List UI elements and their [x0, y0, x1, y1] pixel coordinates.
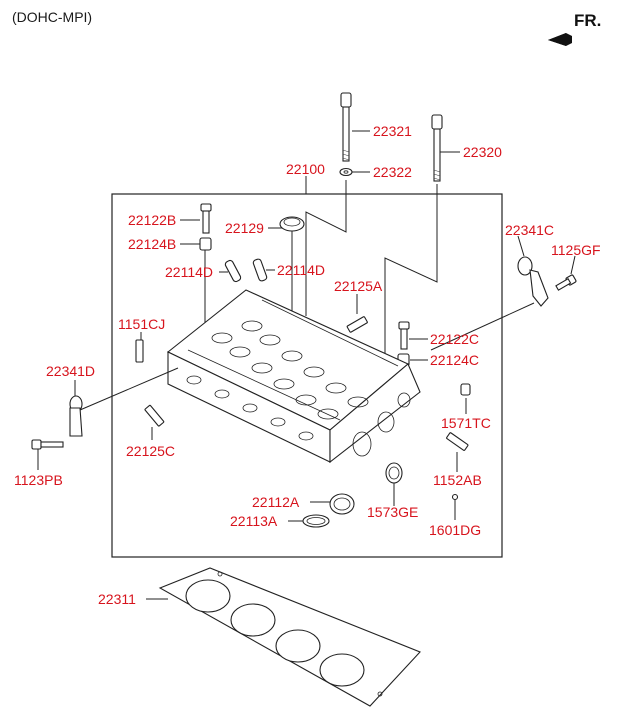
bolt-22122b	[200, 203, 212, 234]
label-22114d-right: 22114D	[277, 262, 325, 278]
label-22125a: 22125A	[334, 278, 383, 294]
washer-22322	[339, 167, 353, 177]
seal-22112a	[329, 493, 355, 515]
stud-1151cj	[135, 339, 144, 363]
head-gasket-22311	[158, 567, 421, 707]
label-1601dg: 1601DG	[429, 522, 481, 538]
label-1571tc: 1571TC	[441, 415, 491, 431]
label-22321: 22321	[373, 123, 412, 139]
label-1573ge: 1573GE	[367, 504, 418, 520]
label-1123pb: 1123PB	[14, 472, 63, 488]
assembly-frame	[111, 193, 503, 558]
label-22322: 22322	[373, 164, 412, 180]
bolt-22320-path	[384, 184, 438, 356]
bolt-1125gf	[555, 274, 577, 291]
leader-lines	[37, 130, 576, 600]
label-1151cj: 1151CJ	[118, 316, 165, 332]
engine-type-label: (DOHC-MPI)	[12, 9, 92, 25]
head-bolt-22321	[340, 92, 352, 162]
bracket-22341c	[517, 256, 549, 307]
label-22122c: 22122C	[430, 331, 479, 347]
stud-1152ab	[446, 432, 469, 451]
bracket-22341c-leader	[430, 302, 535, 351]
label-22129: 22129	[225, 220, 264, 236]
plug-1571tc	[460, 383, 471, 396]
label-22112a: 22112A	[252, 494, 300, 510]
bolt-1123pb	[31, 439, 64, 450]
stud-22125a	[346, 316, 368, 333]
label-22124b: 22124B	[128, 236, 176, 252]
label-22320: 22320	[463, 144, 502, 160]
cylinder-head-22100	[166, 289, 421, 464]
seal-1573ge	[385, 462, 403, 484]
front-direction-arrow-icon	[548, 33, 572, 46]
label-22124c: 22124C	[430, 352, 479, 368]
bolt-22322-path	[305, 180, 347, 316]
stud-22125c	[144, 404, 165, 427]
dowel-pins-22114d	[224, 258, 268, 283]
label-22100: 22100	[286, 161, 325, 177]
label-22311: 22311	[98, 591, 136, 607]
label-22125c: 22125C	[126, 443, 175, 459]
bracket-22341d	[69, 367, 179, 437]
front-direction-label: FR.	[574, 11, 601, 30]
bolt-22122c	[398, 321, 410, 350]
plug-1601dg	[451, 493, 459, 501]
label-22114d-left: 22114D	[165, 264, 213, 280]
head-bolt-22320	[431, 114, 443, 182]
label-1125gf: 1125GF	[551, 242, 601, 258]
label-22341d: 22341D	[46, 363, 95, 379]
o-ring-22113a	[302, 514, 330, 528]
label-1152ab: 1152AB	[433, 472, 482, 488]
label-22113a: 22113A	[230, 513, 278, 529]
cap-22129	[279, 216, 305, 345]
label-22122b: 22122B	[128, 212, 176, 228]
label-22341c: 22341C	[505, 222, 554, 238]
